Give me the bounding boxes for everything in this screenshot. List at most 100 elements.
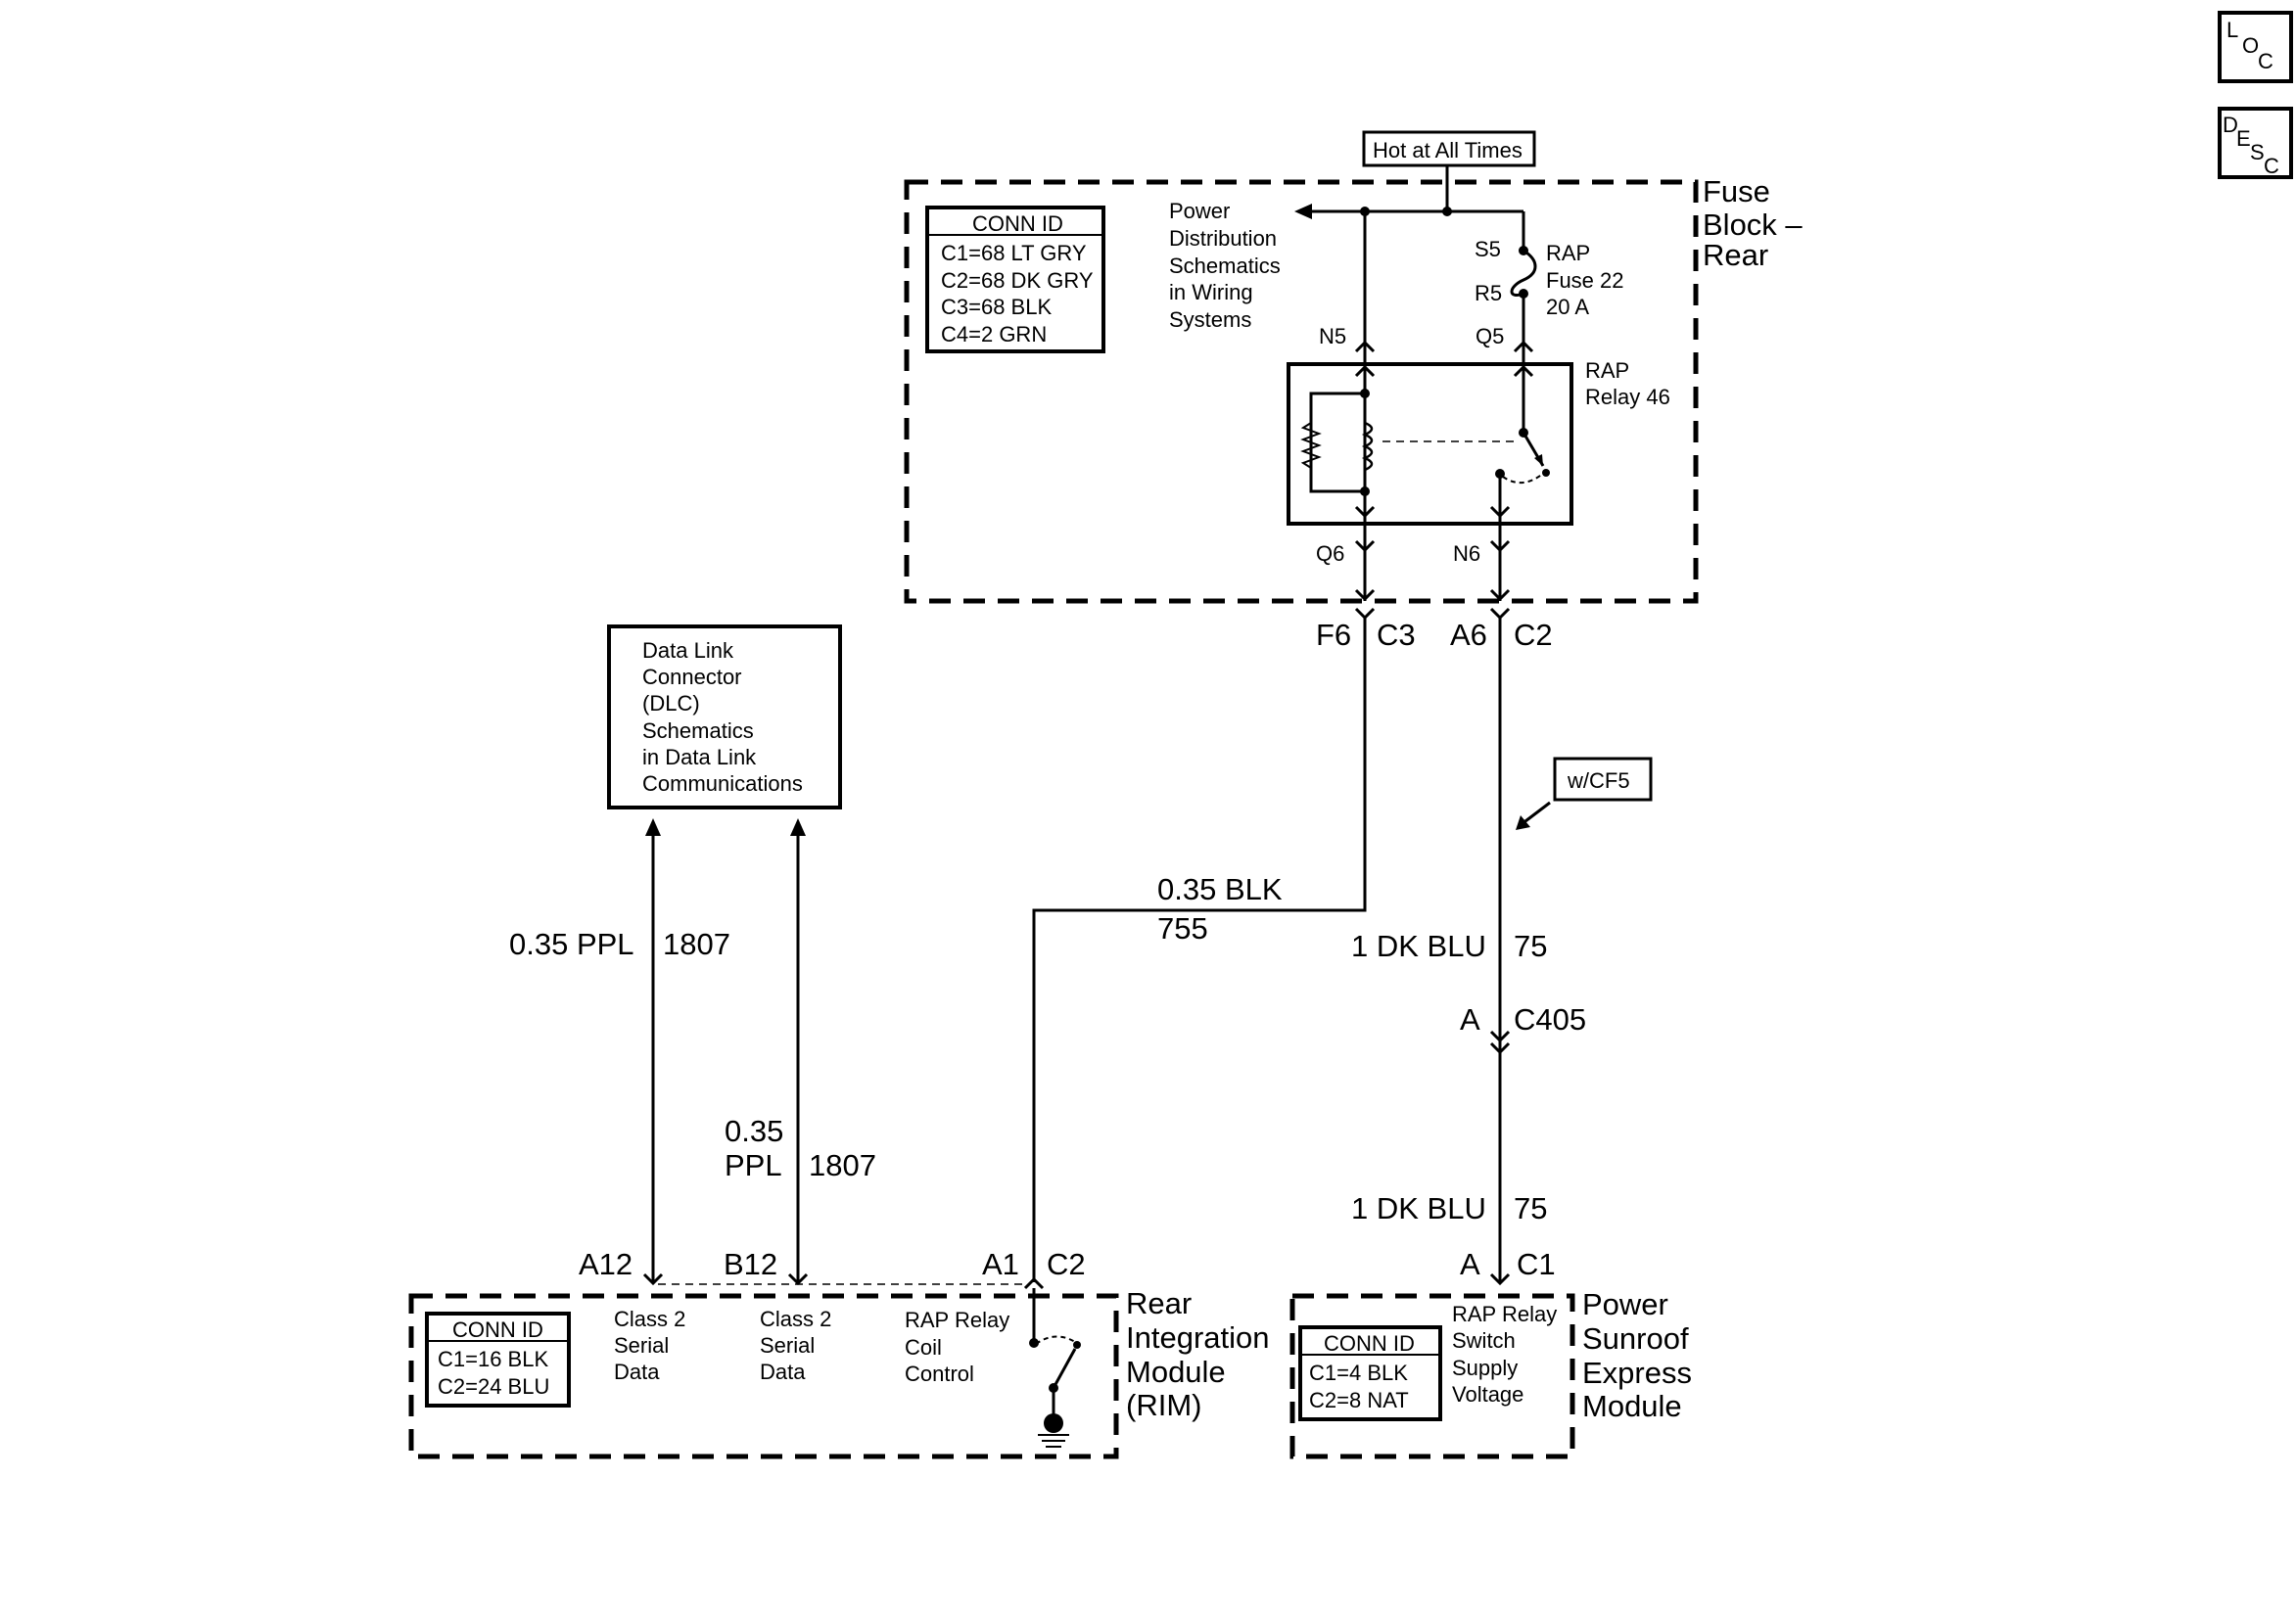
wire-blk-size: 0.35 BLK: [1157, 872, 1283, 906]
svg-text:Integration: Integration: [1126, 1320, 1270, 1355]
svg-text:C1=4 BLK: C1=4 BLK: [1309, 1361, 1408, 1385]
svg-text:Module: Module: [1582, 1389, 1682, 1423]
svg-text:Control: Control: [905, 1362, 974, 1386]
fuse-block-rear: Fuse Block – Rear CONN ID C1=68 LT GRY C…: [904, 165, 1803, 604]
svg-text:Relay 46: Relay 46: [1585, 385, 1670, 409]
rim-relay-driver-switch: [1029, 1288, 1081, 1415]
svg-text:C2=24 BLU: C2=24 BLU: [438, 1374, 549, 1399]
dlc-reference-box[interactable]: Data Link Connector (DLC) Schematics in …: [607, 624, 842, 809]
svg-text:0.35: 0.35: [725, 1114, 783, 1148]
sunroof-pin-a: A: [1460, 1247, 1480, 1281]
svg-text:Data: Data: [760, 1360, 806, 1384]
svg-text:Data Link: Data Link: [642, 638, 734, 663]
connector-f6-c3: F6 C3: [1316, 607, 1416, 652]
svg-text:RAP: RAP: [1585, 358, 1629, 383]
svg-text:Communications: Communications: [642, 771, 803, 796]
connector-a6-c2: A6 C2: [1450, 607, 1553, 652]
svg-text:C2: C2: [1514, 618, 1553, 652]
relay-pin-q5: Q5: [1476, 324, 1504, 348]
ground-icon: [1038, 1413, 1069, 1448]
svg-text:in Wiring: in Wiring: [1169, 280, 1253, 304]
svg-text:w/CF5: w/CF5: [1567, 768, 1630, 793]
svg-text:Fuse 22: Fuse 22: [1546, 268, 1624, 293]
svg-text:Serial: Serial: [614, 1333, 669, 1358]
svg-text:Schematics: Schematics: [642, 718, 754, 743]
relay-pin-q6: Q6: [1316, 541, 1344, 566]
svg-text:Supply: Supply: [1452, 1356, 1518, 1380]
sunroof-conn-id-table: CONN ID C1=4 BLK C2=8 NAT: [1298, 1325, 1442, 1421]
power-sunroof-express-module: A C1 Power Sunroof Express Module CONN I…: [1289, 1247, 1692, 1459]
rim-pin-a1: A1: [982, 1247, 1019, 1281]
svg-text:Express: Express: [1582, 1356, 1692, 1390]
svg-text:D: D: [2223, 113, 2238, 137]
relay-pin-n6: N6: [1453, 541, 1480, 566]
svg-text:L: L: [2226, 18, 2238, 42]
fuse-pin-r5: R5: [1475, 281, 1502, 305]
power-distribution-reference[interactable]: Power Distribution Schematics in Wiring …: [1169, 199, 1281, 332]
svg-text:CONN ID: CONN ID: [972, 211, 1063, 236]
svg-text:20 A: 20 A: [1546, 295, 1589, 319]
svg-text:Sunroof: Sunroof: [1582, 1321, 1689, 1356]
svg-text:C2=8 NAT: C2=8 NAT: [1309, 1388, 1409, 1412]
svg-text:Connector: Connector: [642, 665, 742, 689]
wire-dkblu-lower-circuit: 75: [1514, 1191, 1547, 1225]
option-tag-cf5: w/CF5: [1516, 757, 1653, 830]
power-distribution-arrow: [1294, 204, 1312, 219]
svg-text:Rear: Rear: [1126, 1286, 1192, 1320]
rim-pin-b12: B12: [724, 1247, 777, 1281]
svg-text:(RIM): (RIM): [1126, 1388, 1201, 1422]
svg-text:CONN ID: CONN ID: [452, 1317, 543, 1342]
wire-dkblu-lower-size: 1 DK BLU: [1351, 1191, 1486, 1225]
svg-text:F6: F6: [1316, 618, 1351, 652]
fuse-block-conn-id-table: CONN ID C1=68 LT GRY C2=68 DK GRY C3=68 …: [925, 206, 1105, 353]
svg-text:Power: Power: [1582, 1287, 1668, 1321]
fuse-block-title-line2: Block –: [1703, 208, 1803, 242]
svg-text:C3: C3: [1377, 618, 1416, 652]
connector-c405: A C405: [1460, 1002, 1586, 1037]
svg-text:CONN ID: CONN ID: [1324, 1331, 1415, 1356]
wire-75-dkblu: 1 DK BLU 75 1 DK BLU 75: [1351, 618, 1547, 1286]
wire-blk-circuit: 755: [1157, 911, 1208, 946]
loc-icon[interactable]: L O C: [2218, 11, 2293, 83]
rim-pin-c2: C2: [1047, 1247, 1086, 1281]
wire-ppl-left-circuit: 1807: [663, 927, 730, 961]
svg-text:C2=68 DK GRY: C2=68 DK GRY: [941, 268, 1094, 293]
rim-pin-a12: A12: [579, 1247, 633, 1281]
svg-text:RAP Relay: RAP Relay: [1452, 1302, 1557, 1326]
wire-dkblu-upper-circuit: 75: [1514, 929, 1547, 963]
svg-text:RAP Relay: RAP Relay: [905, 1308, 1009, 1332]
wire-1807-a12: 0.35 PPL 1807: [509, 818, 730, 1286]
svg-text:C: C: [2264, 154, 2279, 178]
svg-text:Data: Data: [614, 1360, 660, 1384]
svg-text:Schematics: Schematics: [1169, 254, 1281, 278]
svg-text:RAP: RAP: [1546, 241, 1590, 265]
svg-text:Power: Power: [1169, 199, 1230, 223]
wire-ppl-left-size: 0.35 PPL: [509, 927, 634, 961]
svg-text:Distribution: Distribution: [1169, 226, 1277, 251]
svg-text:C3=68 BLK: C3=68 BLK: [941, 295, 1052, 319]
svg-text:O: O: [2242, 33, 2259, 58]
svg-text:Serial: Serial: [760, 1333, 815, 1358]
svg-text:Voltage: Voltage: [1452, 1382, 1523, 1407]
svg-text:C: C: [2258, 49, 2273, 73]
svg-text:Switch: Switch: [1452, 1328, 1516, 1353]
svg-text:A6: A6: [1450, 618, 1487, 652]
rap-fuse-22: S5 R5 RAP Fuse 22 20 A: [1475, 237, 1624, 345]
svg-text:(DLC): (DLC): [642, 691, 700, 716]
svg-text:Class 2: Class 2: [760, 1307, 831, 1331]
desc-icon[interactable]: D E S C: [2218, 107, 2293, 179]
svg-text:C405: C405: [1514, 1002, 1586, 1037]
wire-755-blk: 0.35 BLK 755: [1023, 618, 1367, 1290]
svg-text:in Data Link: in Data Link: [642, 745, 757, 769]
svg-text:C1=68 LT GRY: C1=68 LT GRY: [941, 241, 1087, 265]
svg-text:C1=16 BLK: C1=16 BLK: [438, 1347, 548, 1371]
rear-integration-module: A12 B12 A1 C2 Rear Integration Module (R…: [408, 1247, 1270, 1459]
rim-conn-id-table: CONN ID C1=16 BLK C2=24 BLU: [425, 1312, 571, 1408]
svg-text:S: S: [2250, 140, 2265, 164]
fuse-block-title-line1: Fuse: [1703, 174, 1770, 208]
svg-text:Class 2: Class 2: [614, 1307, 685, 1331]
svg-text:PPL: PPL: [725, 1148, 782, 1182]
svg-text:Coil: Coil: [905, 1335, 942, 1360]
wire-dkblu-upper-size: 1 DK BLU: [1351, 929, 1486, 963]
